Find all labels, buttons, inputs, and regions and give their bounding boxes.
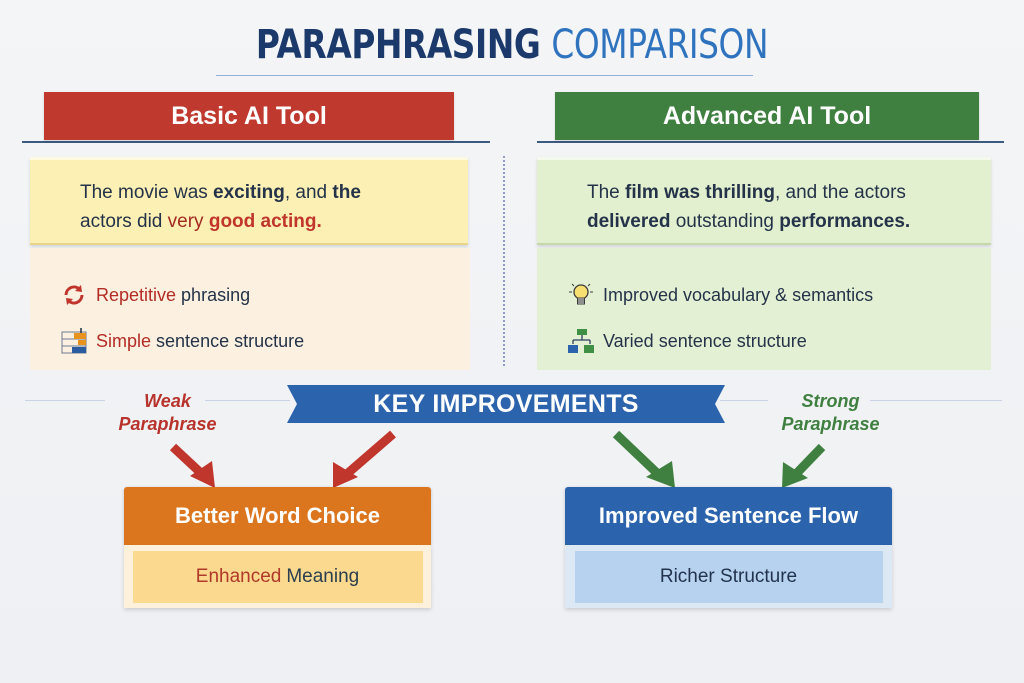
- basic-quote-line-2: actors did very good acting.: [80, 211, 322, 232]
- stacked-bars-icon: [60, 327, 88, 355]
- basic-quote-card: The movie was exciting, and the actors d…: [30, 157, 468, 245]
- header-rule-left: [22, 141, 490, 143]
- list-item: Simple sentence structure: [60, 318, 470, 364]
- key-rule-right-b: [870, 400, 1002, 401]
- better-word-choice-header: Better Word Choice: [124, 487, 431, 545]
- lightbulb-icon: [567, 281, 595, 309]
- advanced-quote-line-1: The film was thrilling, and the actors: [587, 182, 906, 203]
- list-item: Repetitive phrasing: [60, 272, 470, 318]
- hierarchy-tree-icon: [567, 327, 595, 355]
- list-item: Varied sentence structure: [567, 318, 991, 364]
- column-divider: [503, 156, 505, 366]
- key-rule-right-a: [720, 400, 768, 401]
- key-rule-left-b: [205, 400, 290, 401]
- red-arrow-left-icon: [169, 443, 215, 488]
- list-item: Improved vocabulary & semantics: [567, 272, 991, 318]
- header-rule-right: [537, 141, 1004, 143]
- refresh-cycle-icon: [60, 281, 88, 309]
- basic-traits-list: Repetitive phrasing Simple sentence stru…: [30, 248, 470, 370]
- advanced-tool-header: Advanced AI Tool: [555, 92, 979, 140]
- improved-sentence-flow-body: Richer Structure: [565, 545, 892, 608]
- improved-sentence-flow-header: Improved Sentence Flow: [565, 487, 892, 545]
- weak-paraphrase-tag: Weak Paraphrase: [118, 391, 217, 434]
- green-arrow-right-icon: [782, 443, 826, 488]
- key-improvements-ribbon: [287, 385, 725, 423]
- key-rule-left-a: [25, 400, 105, 401]
- title-underline: [216, 75, 753, 76]
- strong-paraphrase-tag: Strong Paraphrase: [781, 391, 880, 434]
- page-title: PARAPHRASING COMPARISON: [255, 22, 769, 68]
- basic-quote-line-1: The movie was exciting, and the: [80, 182, 361, 203]
- basic-tool-header: Basic AI Tool: [44, 92, 454, 140]
- key-improvements-label: KEY IMPROVEMENTS: [373, 389, 639, 418]
- red-arrow-right-icon: [333, 430, 396, 488]
- green-arrow-left-icon: [612, 430, 675, 488]
- advanced-traits-list: Improved vocabulary & semantics Varied s…: [537, 248, 991, 370]
- advanced-quote-card: The film was thrilling, and the actors d…: [537, 157, 991, 245]
- advanced-quote-line-2: delivered outstanding performances.: [587, 211, 911, 232]
